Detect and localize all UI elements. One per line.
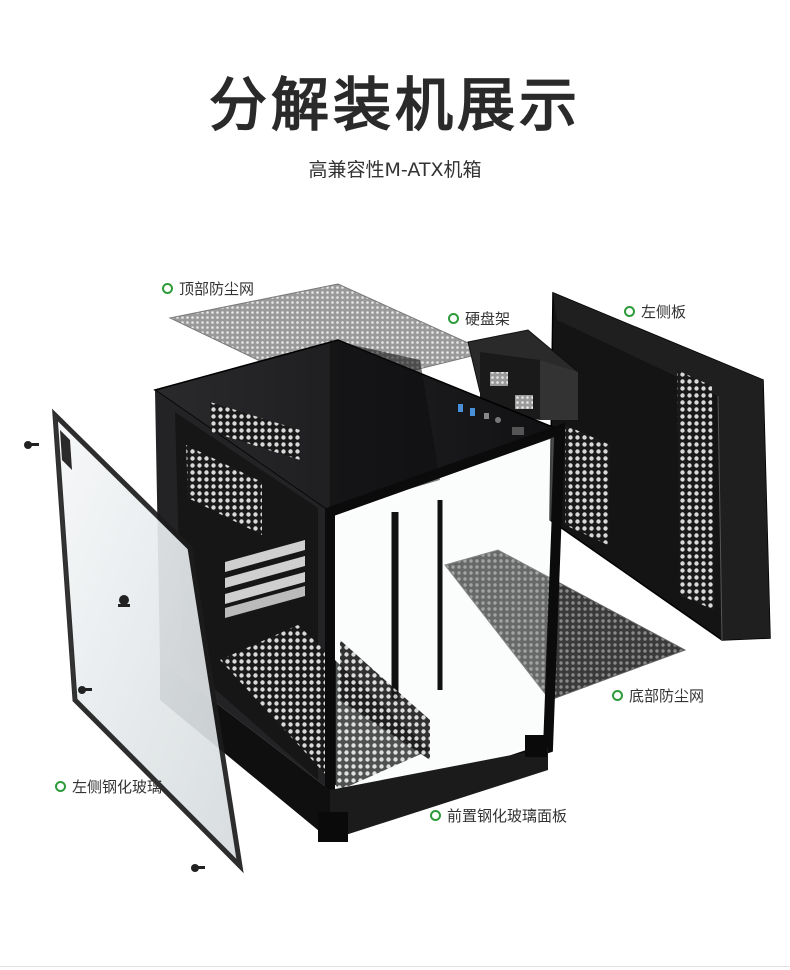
page-subtitle: 高兼容性M-ATX机箱 [308, 159, 482, 181]
label-bottom-dust-filter: 底部防尘网 [612, 685, 704, 706]
left-side-panel [549, 291, 771, 641]
callout-dot-icon [612, 690, 623, 701]
label-text: 底部防尘网 [629, 687, 705, 705]
label-top-dust-filter: 顶部防尘网 [162, 278, 254, 299]
callout-dot-icon [162, 283, 173, 294]
label-left-side-panel: 左侧板 [624, 301, 686, 322]
label-text: 硬盘架 [465, 310, 511, 328]
label-text: 左侧钢化玻璃 [72, 778, 163, 796]
callout-dot-icon [624, 306, 635, 317]
thumbscrew-icon [78, 686, 92, 694]
callout-dot-icon [430, 810, 441, 821]
callout-dot-icon [55, 781, 66, 792]
callout-dot-icon [448, 313, 459, 324]
label-front-tempered-glass: 前置钢化玻璃面板 [430, 805, 567, 826]
case-body [153, 339, 566, 842]
bottom-dust-filter [444, 549, 687, 701]
label-hdd-cage: 硬盘架 [448, 308, 510, 329]
front-io-ports [458, 404, 524, 435]
label-left-tempered-glass: 左侧钢化玻璃 [55, 776, 162, 797]
label-text: 左侧板 [641, 303, 687, 321]
thumbscrew-icon [24, 441, 39, 449]
label-text: 前置钢化玻璃面板 [447, 807, 568, 825]
thumbscrews [24, 441, 205, 872]
thumbscrew-icon [191, 864, 205, 872]
page-title: 分解装机展示 [208, 71, 581, 139]
bottom-divider [0, 966, 790, 967]
left-tempered-glass-panel [52, 408, 244, 874]
pci-slots [225, 540, 305, 618]
label-text: 顶部防尘网 [179, 280, 255, 298]
thumbscrew-icon [118, 595, 130, 607]
